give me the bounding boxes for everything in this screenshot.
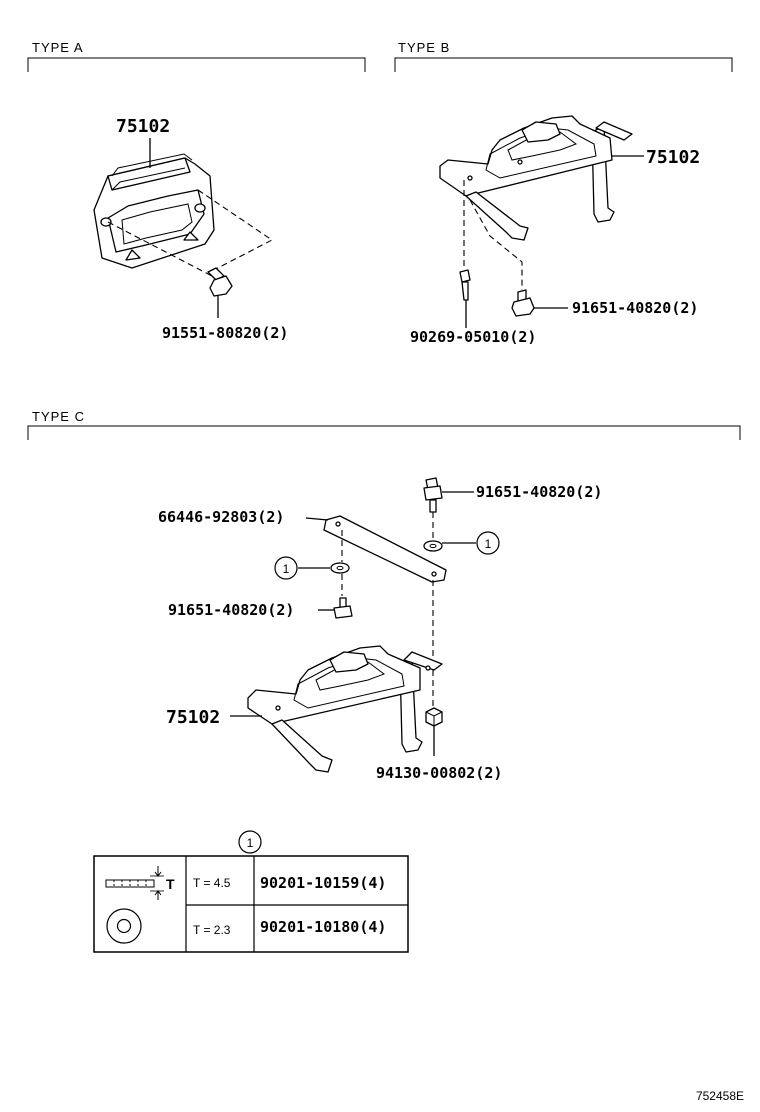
type-c-left-bolt-icon <box>333 597 353 619</box>
washer-side-view-icon <box>105 866 164 900</box>
type-c-washer-callout: 1 <box>485 537 492 551</box>
type-b-section: TYPE B 90269-05 <box>394 40 733 346</box>
type-c-strap <box>323 515 447 583</box>
type-c-top-bolt-part: 91651-40820(2) <box>476 483 602 501</box>
type-b-bolt-icon <box>511 289 535 317</box>
type-c-strap-part: 66446-92803(2) <box>158 508 284 526</box>
type-a-bolt-icon <box>207 267 233 297</box>
type-a-section: TYPE A 91551-80820(2) 75102 <box>27 40 366 342</box>
washer-row-1-part: 90201-10159(4) <box>260 874 386 892</box>
washer-table: 1 T T = 4.5 90201-10159(4) T = 2.3 90201… <box>93 830 409 953</box>
type-c-strap-hole-2 <box>431 571 437 577</box>
type-b-stud-part: 90269-05010(2) <box>410 328 536 346</box>
type-b-bolt-part: 91651-40820(2) <box>572 299 698 317</box>
washer-row-2-thickness: T = 2.3 <box>193 923 231 937</box>
type-a-bolt-part: 91551-80820(2) <box>162 324 288 342</box>
washer-row-2-part: 90201-10180(4) <box>260 918 386 936</box>
type-c-section: TYPE C 91651-40820(2) 66446-92803(2) 1 <box>27 409 741 782</box>
type-c-nut-icon <box>425 707 443 727</box>
type-c-left-washer-icon <box>330 562 350 574</box>
type-b-bracket-part: 75102 <box>646 147 700 168</box>
type-c-strap-hole <box>335 521 341 527</box>
washer-thickness-symbol: T <box>166 876 175 892</box>
type-c-bracket-part: 75102 <box>166 707 220 728</box>
type-b-stud-icon <box>459 269 471 301</box>
type-a-bracket-line <box>27 57 366 72</box>
illustration-id: 752458E <box>696 1089 744 1103</box>
washer-table-callout-circle <box>238 830 262 854</box>
washer-table-frame <box>93 855 409 953</box>
type-c-left-washer-callout: 1 <box>283 562 290 576</box>
type-c-strap-leader <box>305 517 329 521</box>
type-c-label: TYPE C <box>32 409 85 424</box>
type-c-washer-icon <box>423 540 443 552</box>
type-a-dashed-line <box>197 189 274 273</box>
type-c-left-washer-callout-circle <box>274 556 298 580</box>
type-b-bracket-line <box>394 57 733 72</box>
type-b-label: TYPE B <box>398 40 450 55</box>
type-a-bracket-part: 75102 <box>116 116 170 137</box>
washer-row-1-thickness: T = 4.5 <box>193 876 231 890</box>
type-c-washer-callout-circle <box>476 531 500 555</box>
type-c-bracket-line <box>27 425 741 440</box>
washer-top-view-icon <box>106 908 142 944</box>
type-c-top-bolt-icon <box>423 477 443 513</box>
type-c-mounting-bracket <box>247 645 443 773</box>
type-a-mounting-bracket <box>93 153 215 269</box>
type-b-mounting-bracket <box>439 115 633 241</box>
type-a-label: TYPE A <box>32 40 84 55</box>
type-c-left-bolt-part: 91651-40820(2) <box>168 601 294 619</box>
washer-table-callout: 1 <box>247 836 254 850</box>
type-b-dashed-line-2 <box>469 199 523 290</box>
type-c-nut-part: 94130-00802(2) <box>376 764 502 782</box>
